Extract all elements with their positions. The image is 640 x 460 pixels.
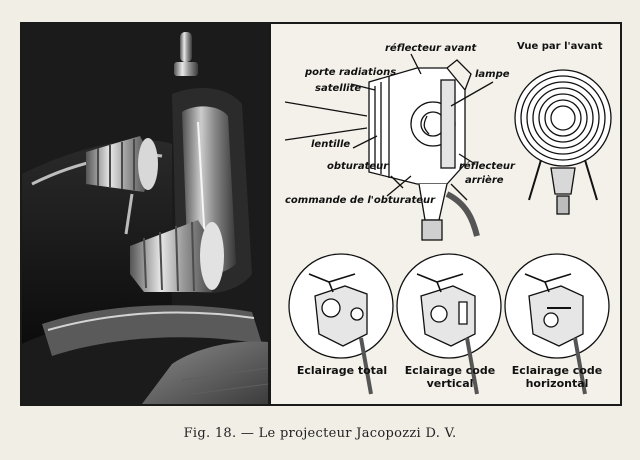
label-reflecteur-arriere-2: arrière bbox=[465, 175, 504, 186]
front-view bbox=[514, 69, 612, 215]
headlamp-photo-drawing bbox=[22, 24, 268, 404]
mode-caption-total: Eclairage total bbox=[287, 364, 397, 377]
label-commande-obturateur: commande de l'obturateur bbox=[285, 195, 436, 206]
mode-caption-vertical-line1: Eclairage code bbox=[404, 364, 496, 377]
label-lentille: lentille bbox=[311, 139, 351, 150]
figure-frame: porte radiations satellite lentille obtu… bbox=[20, 22, 622, 406]
mode-caption-vertical: Eclairage code vertical bbox=[395, 364, 505, 390]
label-vue-avant: Vue par l'avant bbox=[517, 41, 603, 52]
diagram-drawing bbox=[284, 53, 612, 395]
mode-caption-horizontal: Eclairage code horizontal bbox=[501, 364, 613, 390]
mode-code-horizontal bbox=[504, 253, 610, 395]
figure-caption: Fig. 18. — Le projecteur Jacopozzi D. V. bbox=[183, 426, 457, 441]
label-reflecteur-arriere-1: réflecteur bbox=[459, 161, 515, 172]
projector-section bbox=[284, 53, 494, 241]
mode-code-vertical bbox=[396, 253, 502, 395]
mode-total bbox=[288, 253, 394, 395]
headlamp-photo bbox=[22, 24, 268, 404]
label-porte-radiations: porte radiations bbox=[305, 67, 397, 78]
mode-caption-horizontal-line2: horizontal bbox=[525, 377, 589, 390]
lower-lamp bbox=[130, 220, 224, 292]
label-lampe: lampe bbox=[475, 69, 510, 80]
technical-diagram: porte radiations satellite lentille obtu… bbox=[268, 24, 620, 404]
label-satellite: satellite bbox=[315, 83, 362, 94]
label-obturateur: obturateur bbox=[327, 161, 389, 172]
mode-caption-total-line1: Eclairage total bbox=[296, 364, 388, 377]
label-reflecteur-avant: réflecteur avant bbox=[385, 43, 477, 54]
mode-caption-horizontal-line1: Eclairage code bbox=[511, 364, 603, 377]
mode-caption-vertical-line2: vertical bbox=[426, 377, 474, 390]
upper-lamp bbox=[86, 136, 158, 192]
